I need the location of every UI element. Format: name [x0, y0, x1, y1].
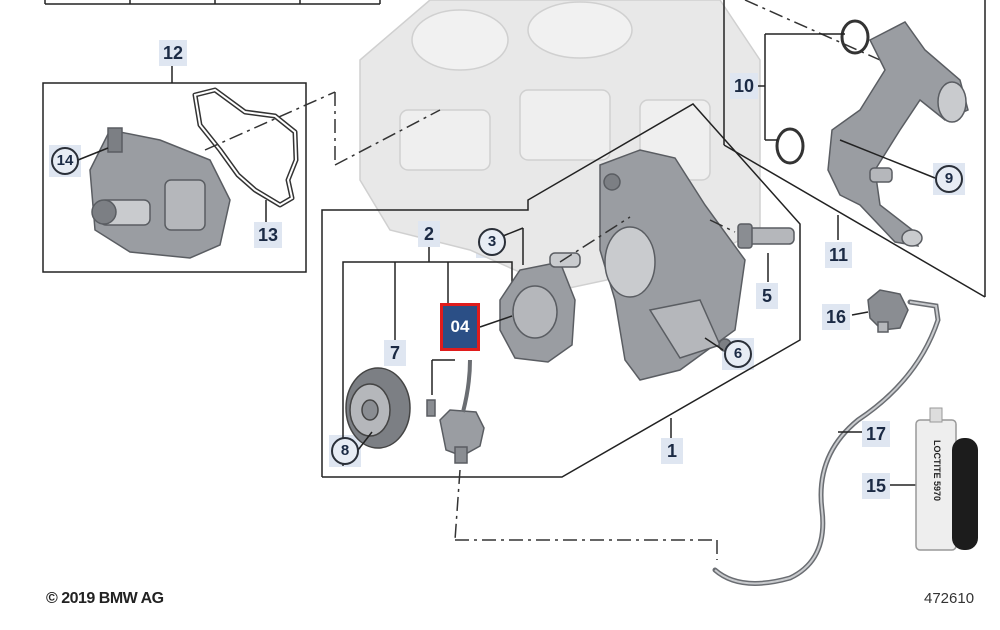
box-11-frame: [723, 0, 986, 298]
part-label-14: 14: [49, 145, 81, 177]
gasket-13-inner: [193, 88, 298, 207]
dashed-link-12: [204, 91, 441, 166]
o-rings: [775, 19, 870, 165]
part-label-3: 3: [476, 226, 508, 258]
part-label-16: 16: [822, 304, 851, 330]
sensor-5: [737, 223, 795, 249]
image-number: 472610: [924, 590, 975, 607]
box-11-leaders: [758, 33, 936, 240]
part-label-1: 1: [661, 438, 683, 464]
box-1-dashed: [454, 216, 736, 560]
part-label-13: 13: [254, 222, 283, 248]
pump-bracket: [599, 149, 746, 381]
part-label-11: 11: [825, 242, 853, 268]
sealant-tube-15: [915, 407, 978, 551]
box-misc-leaders: [838, 311, 918, 486]
heat-exchanger-part: [89, 127, 231, 259]
part-label-2: 2: [418, 221, 440, 247]
box-1-frame: [321, 103, 801, 478]
part-label-17: 17: [862, 421, 891, 447]
part-label-6: 6: [722, 338, 754, 370]
copyright-text: © 2019 BMW AG: [46, 590, 164, 607]
part-label-7: 7: [384, 340, 406, 366]
pulley-8: [345, 367, 411, 449]
part-label-15: 15: [862, 473, 891, 499]
top-table-remnant: [44, 0, 381, 5]
part-label-12: 12: [159, 40, 188, 66]
water-pump: [499, 252, 581, 363]
box-1-leaders: [357, 227, 769, 451]
part-label-9: 9: [933, 163, 965, 195]
vacuum-unit: [426, 359, 485, 464]
thermostat-housing: [827, 21, 969, 247]
valve-16: [867, 289, 909, 333]
box-11-dashed: [744, 0, 881, 61]
part-label-5: 5: [756, 283, 778, 309]
part-label-8: 8: [329, 435, 361, 467]
highlighted-part-label-04[interactable]: 04: [440, 303, 480, 351]
part-label-10: 10: [730, 73, 759, 99]
hose-17-inner: [714, 301, 940, 585]
box-12-frame: [42, 64, 307, 273]
sealant-brand-text: LOCTITE 5970: [932, 440, 942, 502]
box-12-leaders: [77, 147, 267, 225]
